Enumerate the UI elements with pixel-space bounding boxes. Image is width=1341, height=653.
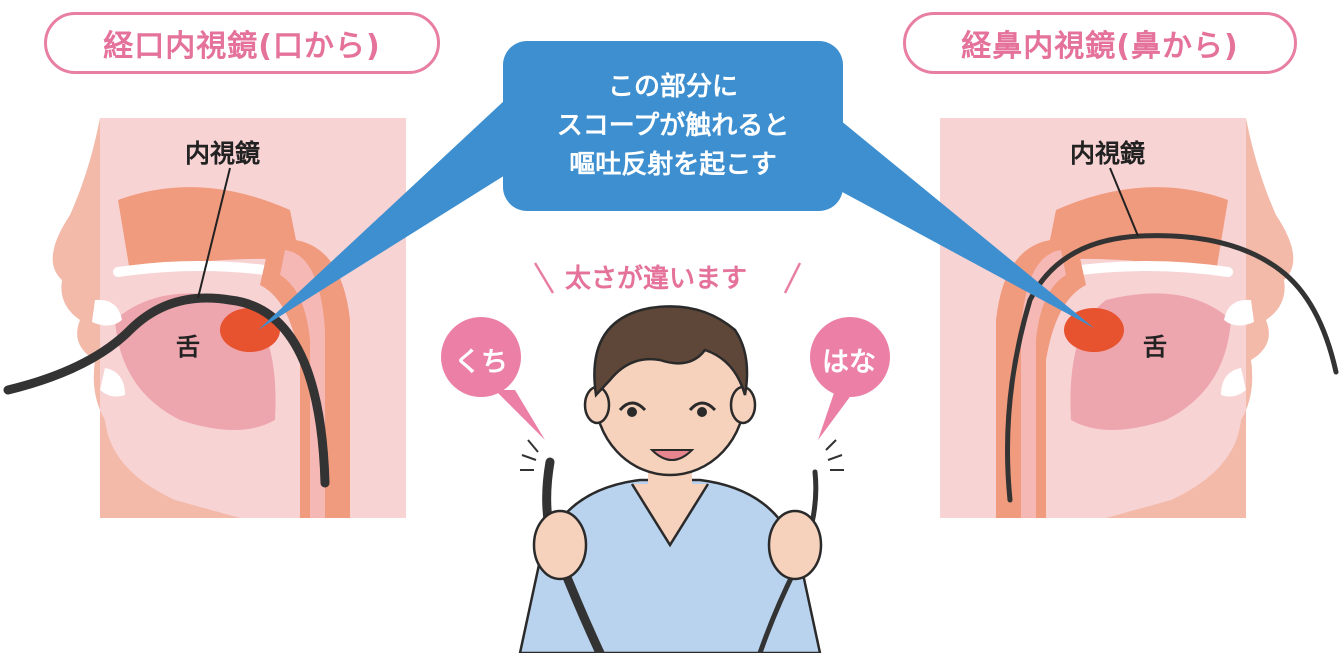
nasal-tongue-label: 舌 bbox=[1143, 333, 1167, 361]
sparkle-marks bbox=[520, 439, 844, 471]
callout-line-1: この部分に bbox=[607, 71, 738, 102]
nose-cross-section-illustration bbox=[940, 118, 1339, 518]
callout-pointer-right bbox=[820, 120, 1094, 328]
callout-line-2: スコープが触れると bbox=[556, 110, 790, 141]
doctor-illustration bbox=[518, 305, 823, 653]
nose-bubble-label: はな bbox=[822, 347, 876, 378]
oral-tongue-label: 舌 bbox=[176, 333, 200, 361]
nasal-endoscopy-title: 経鼻内視鏡(鼻から) bbox=[903, 12, 1297, 74]
callout-line-3: 嘔吐反射を起こす bbox=[569, 149, 777, 180]
thickness-difference-text: 太さが違います bbox=[565, 264, 748, 294]
nose-bubble bbox=[810, 317, 890, 440]
nasal-endoscope-label: 内視鏡 bbox=[1070, 139, 1146, 168]
mouth-bubble-label: くち bbox=[454, 347, 508, 378]
mouth-bubble bbox=[441, 317, 545, 440]
callout-pointer-left bbox=[258, 100, 545, 330]
mouth-cross-section-illustration bbox=[3, 118, 406, 518]
oral-endoscopy-title: 経口内視鏡(口から) bbox=[44, 12, 440, 74]
oral-endoscope-label: 内視鏡 bbox=[185, 139, 261, 168]
gag-reflex-callout: この部分に スコープが触れると 嘔吐反射を起こす bbox=[503, 41, 843, 211]
